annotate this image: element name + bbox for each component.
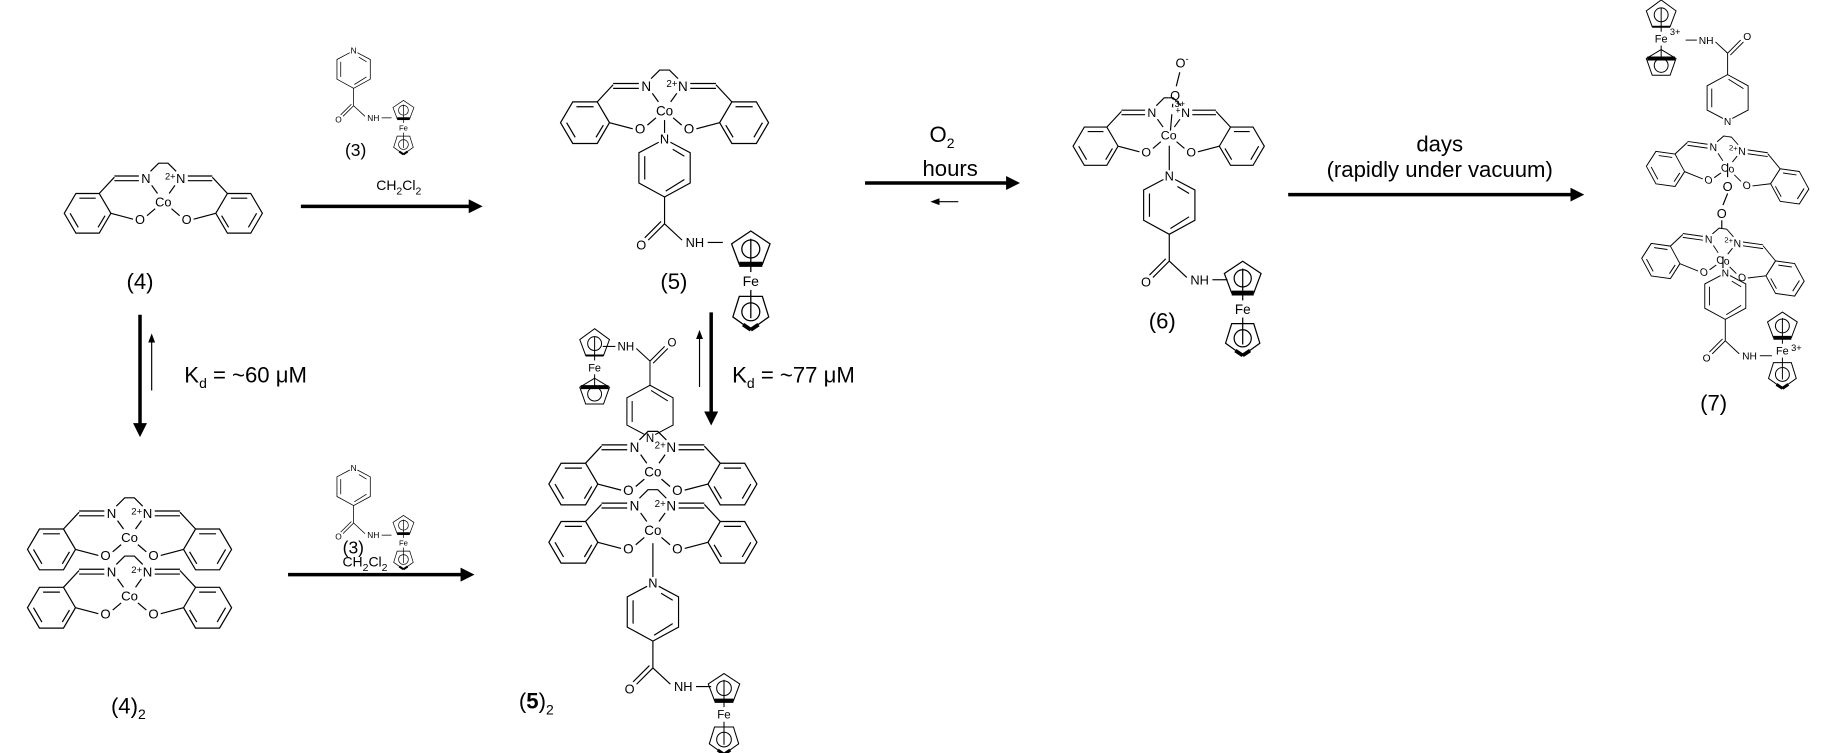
atom-o: O	[1723, 179, 1733, 194]
compound-5-pyridine-amide	[635, 130, 724, 254]
compound-5-dimer-ferrocene-bottom	[708, 674, 739, 753]
hours-label: hours	[922, 156, 977, 181]
oxygen-label: O2	[929, 122, 954, 151]
compound-4-dimer-salen-top	[27, 498, 231, 570]
solvent-label-bottom: CH2Cl2	[342, 553, 387, 574]
kd-5-label: Kd = ~77 μM	[732, 362, 855, 391]
compound-5-ferrocene	[732, 231, 770, 330]
charge-fe-3plus: 3+	[1791, 343, 1802, 353]
compound-4-label: (4)	[126, 269, 153, 294]
compound-6-ferrocene	[1224, 261, 1261, 355]
compound-7-label: (7)	[1700, 390, 1727, 415]
atom-o: O	[1170, 88, 1180, 103]
compound-4-dimer-label: (4)2	[111, 693, 146, 722]
compound-5-label: (5)	[660, 269, 687, 294]
atom-o: O	[1717, 206, 1727, 221]
compound-5-dimer-ferrocene-top	[577, 326, 612, 406]
vacuum-label: (rapidly under vacuum)	[1327, 157, 1553, 182]
charge-fe-3plus: 3+	[1670, 27, 1681, 37]
kd-4-label: Kd = ~60 μM	[184, 362, 307, 391]
compound-7-ferrocene-top	[1644, 0, 1679, 78]
solvent-label-top: CH2Cl2	[376, 177, 421, 198]
reagent-3-pyridine-amide	[334, 462, 392, 543]
compound-5-dimer-pyridine-amide-top	[602, 336, 678, 446]
compound-6-label: (6)	[1149, 309, 1176, 334]
compound-4-dimer-salen-bottom	[27, 556, 231, 628]
reagent-3-ferrocene	[391, 99, 416, 156]
compound-6-pyridine-amide	[1140, 168, 1229, 291]
compound-4-structure	[64, 163, 262, 233]
days-label: days	[1416, 132, 1463, 157]
reagent-3-pyridine-amide	[334, 45, 392, 125]
reagent-3-ferrocene	[391, 514, 416, 571]
reagent-3-label-bottom: (3)	[343, 538, 364, 558]
compound-7-pyridine-amide-top	[1685, 31, 1752, 129]
charge-3plus: 3+	[1174, 99, 1185, 109]
atom-o-superoxo: O-	[1176, 54, 1189, 71]
compound-5-dimer-label: (5)2	[519, 689, 554, 718]
compound-5-dimer-pyridine-amide-bottom	[624, 574, 712, 698]
reagent-3-label-top: (3)	[345, 140, 366, 160]
